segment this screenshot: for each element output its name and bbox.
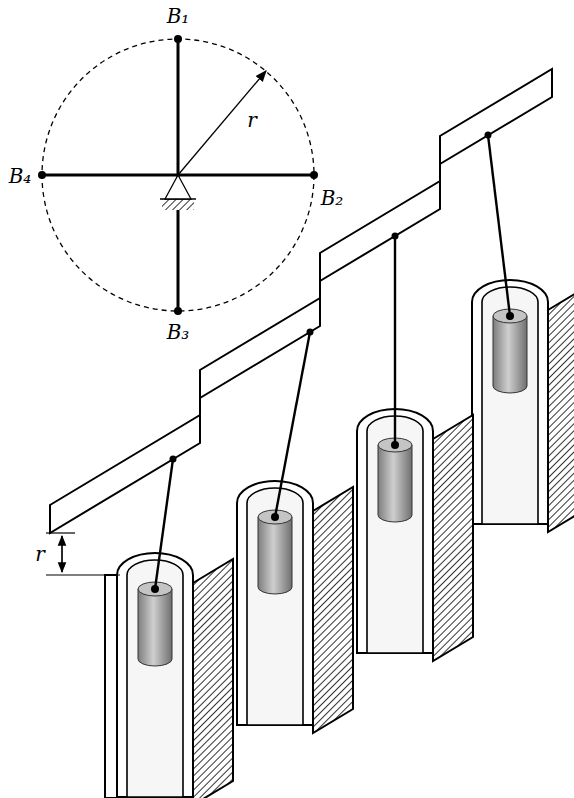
housing-cavity [247, 488, 303, 725]
rod-set [155, 132, 510, 590]
radius-arrow [178, 71, 266, 175]
connecting-rod [155, 459, 173, 589]
cylinder-body [378, 445, 412, 522]
rod-joint [307, 329, 314, 336]
rail [50, 69, 552, 533]
extension-line [46, 574, 120, 575]
extension-line [46, 532, 75, 533]
pivot-triangle [165, 175, 191, 199]
point-dot [38, 171, 46, 179]
connecting-rod [488, 135, 510, 316]
pivot-cross [38, 35, 318, 315]
rod-joint [485, 132, 492, 139]
housing-cavity [367, 416, 423, 653]
ground-hatch [162, 199, 194, 210]
housing-wall [472, 280, 548, 524]
dimension-label: r [33, 543, 47, 565]
housing-unit [117, 553, 233, 798]
point-label: B₄ [7, 165, 34, 187]
point-label: B₁ [165, 5, 192, 27]
dimension-arrow [61, 536, 62, 572]
point-label: B₂ [319, 187, 346, 209]
cylinder-body [258, 517, 292, 594]
housing-unit [472, 280, 574, 532]
hatched-panel [433, 415, 473, 661]
housing-wall [237, 481, 313, 725]
connecting-rod [394, 236, 396, 445]
point-dot [310, 171, 318, 179]
hatched-panel [193, 559, 233, 798]
housing-wall [117, 553, 193, 797]
housing-row [105, 280, 574, 798]
point-dot [174, 307, 182, 315]
wall-end [105, 575, 117, 798]
point-dot [174, 35, 182, 43]
connecting-rod [275, 332, 310, 517]
housing-cavity [482, 287, 538, 524]
cylinder-body [493, 316, 527, 393]
zigzag-rail [50, 69, 552, 533]
housing-unit [357, 409, 473, 661]
cylinder-body [138, 589, 172, 666]
housing-unit [237, 481, 353, 733]
hatched-panel [313, 487, 353, 733]
hatched-panel [548, 286, 574, 532]
housing-wall [357, 409, 433, 653]
dashed-circle [42, 39, 314, 311]
dimension-mark [46, 533, 120, 575]
dimension-arrow [61, 536, 62, 572]
rod-joint [392, 233, 399, 240]
rod-joint [170, 456, 177, 463]
housing-cavity [127, 560, 183, 797]
point-label: B₃ [165, 321, 192, 343]
dimension-label: r [245, 109, 259, 131]
